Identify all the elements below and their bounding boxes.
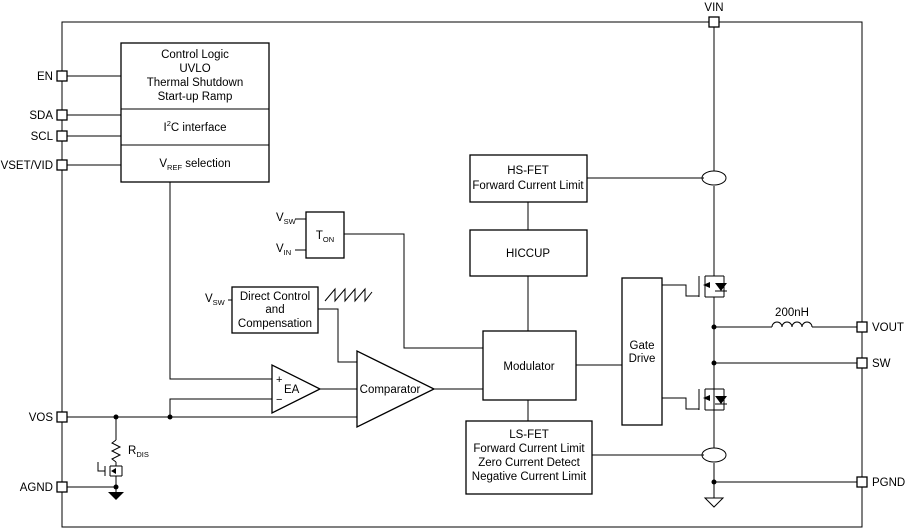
agnd-ground-icon [108,492,124,500]
modulator-label: Modulator [503,361,554,373]
pgnd-ground-icon [703,497,725,508]
ls-fet-title: LS-FET [509,429,549,441]
pin-vin-label: VIN [704,2,723,14]
hs-fet-subtitle: Forward Current Limit [472,180,584,192]
hiccup-block [469,229,588,277]
i2c-interface-label: I2C interface [164,119,227,134]
hs-fet-diode-icon [715,283,727,291]
ea-minus-label: − [276,394,282,406]
chip-outline [61,21,863,528]
pin-agnd-label: AGND [20,482,53,494]
pin-pgnd [856,476,868,488]
rdis-label: RDIS [128,445,149,459]
vsw-ton-label: VSW [276,212,297,226]
ton-label: TON [316,230,334,244]
ea-plus-label: + [276,374,282,386]
pin-en [56,70,68,82]
error-amplifier [271,363,322,415]
ls-fet-line-4: Negative Current Limit [472,471,587,483]
pin-sda [56,109,68,121]
gate-drive-line-1: Gate [630,340,655,352]
hs-current-sense [701,170,727,186]
inductor-label: 200nH [775,307,809,319]
comparator-label: Comparator [360,384,421,396]
pin-agnd [56,481,68,493]
pin-scl-label: SCL [31,131,54,143]
pin-sw [856,357,868,369]
direct-control-line-2: and [265,304,284,316]
ls-fet-block [465,420,593,495]
ea-label: EA [284,384,300,396]
pin-sw-label: SW [872,358,891,370]
gate-drive-line-2: Drive [629,353,656,365]
comparator [356,349,436,429]
vref-selection-label: VREF selection [159,158,230,172]
ls-fet-diode-icon [715,396,727,404]
sawtooth-icon [324,287,373,303]
control-logic-line-2: UVLO [179,63,210,75]
ton-block [305,211,345,259]
modulator-block [482,330,577,401]
direct-control-block [231,286,319,334]
pin-en-label: EN [37,71,53,83]
hs-fet-title: HS-FET [507,165,549,177]
ls-current-sense [701,447,727,463]
ls-fet-line-2: Forward Current Limit [473,443,585,455]
hiccup-label: HICCUP [506,248,550,260]
vin-ton-label: VIN [276,243,291,257]
control-logic-line-3: Thermal Shutdown [147,77,244,89]
pin-vset [56,159,68,171]
pin-vin [708,16,720,28]
inductor-icon [771,321,813,328]
pin-vout-label: VOUT [872,322,904,334]
direct-control-line-1: Direct Control [240,291,310,303]
pin-vout [856,321,868,333]
direct-control-line-3: Compensation [238,318,312,330]
pin-scl [56,130,68,142]
ls-fet-line-3: Zero Current Detect [478,457,580,469]
pin-vos [56,411,68,423]
vsw-dc-label: VSW [205,293,226,307]
pin-vos-label: VOS [29,412,54,424]
control-logic-line-4: Start-up Ramp [158,91,233,103]
pin-sda-label: SDA [29,110,53,122]
pin-pgnd-label: PGND [872,477,905,489]
gate-drive-block [621,277,663,426]
junctions [113,324,717,490]
control-block [120,42,270,183]
control-logic-line-1: Control Logic [161,49,229,61]
pin-vset-label: VSET/VID [1,160,53,172]
hs-fet-block [469,154,588,203]
